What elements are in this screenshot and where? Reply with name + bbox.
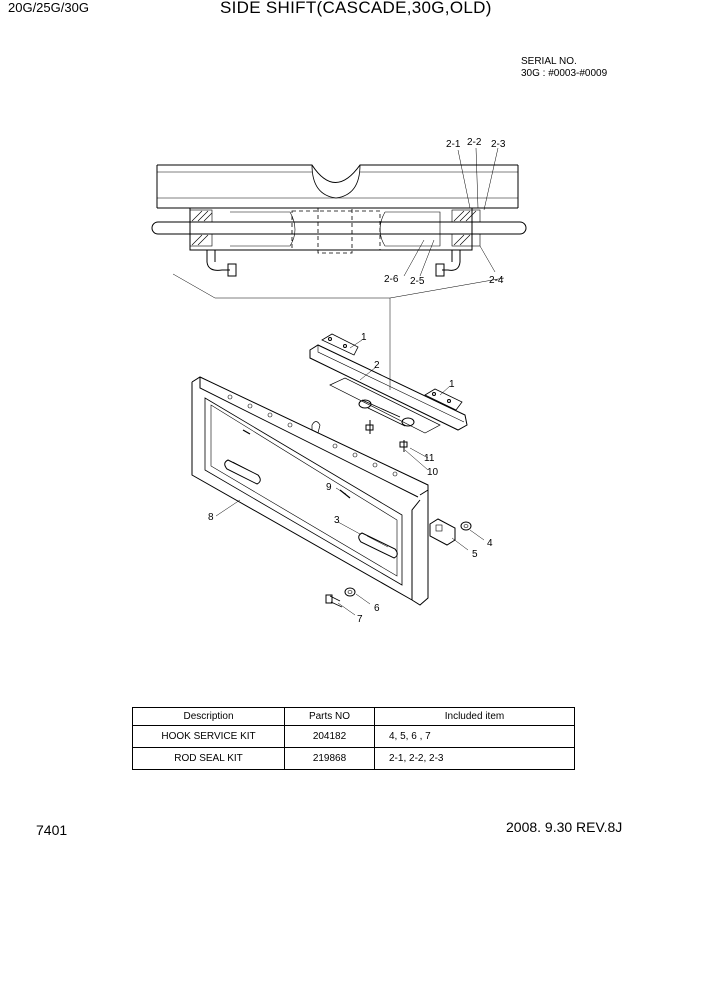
serial-label: SERIAL NO.	[521, 56, 577, 67]
callout-3: 3	[334, 515, 340, 526]
callout-2-4: 2-4	[489, 275, 504, 286]
seal-hatch-right	[451, 209, 481, 247]
serial-info: SERIAL NO. 30G : #0003-#0009	[521, 56, 607, 80]
callout-7: 7	[357, 614, 363, 625]
callout-4: 4	[487, 538, 493, 549]
callout-10: 10	[427, 467, 439, 478]
callout-8: 8	[208, 512, 214, 523]
header-description: Description	[132, 707, 285, 726]
callout-1a: 1	[361, 332, 367, 343]
table-row: ROD SEAL KIT 219868 2-1, 2-2, 2-3	[132, 747, 575, 770]
callout-labels: 2-1 2-2 2-3 2-4 2-5 2-6 1 2 1 11 10 9 8 …	[208, 137, 506, 625]
cell-description: HOOK SERVICE KIT	[132, 725, 285, 748]
callout-1b: 1	[449, 379, 455, 390]
callout-9: 9	[326, 482, 332, 493]
revision-date: 2008. 9.30 REV.8J	[506, 819, 623, 835]
cell-parts-no: 204182	[284, 725, 375, 748]
hook-parts	[215, 429, 485, 616]
header-parts-no: Parts NO	[284, 707, 375, 726]
table-header-row: Description Parts NO Included item	[132, 707, 575, 726]
callout-2-2: 2-2	[467, 137, 482, 148]
seal-hatch-left	[189, 209, 213, 247]
header-included-item: Included item	[374, 707, 575, 726]
cylinder-section-view	[151, 147, 527, 390]
callout-2-5: 2-5	[410, 276, 425, 287]
cell-parts-no: 219868	[284, 747, 375, 770]
model-code: 20G/25G/30G	[8, 0, 89, 15]
guide-plate-and-cylinder	[309, 333, 468, 471]
carriage-frame	[191, 376, 429, 606]
callout-5: 5	[472, 549, 478, 560]
cell-description: ROD SEAL KIT	[132, 747, 285, 770]
cell-included-item: 2-1, 2-2, 2-3	[374, 747, 575, 770]
frame-holes	[227, 394, 398, 477]
callout-2-1: 2-1	[446, 139, 461, 150]
page-title: SIDE SHIFT(CASCADE,30G,OLD)	[220, 0, 492, 17]
callout-2-3: 2-3	[491, 139, 506, 150]
page-number: 7401	[36, 822, 68, 838]
callout-2-6: 2-6	[384, 274, 399, 285]
serial-range: 30G : #0003-#0009	[521, 68, 608, 79]
parts-diagram: 2-1 2-2 2-3 2-4 2-5 2-6 1 2 1 11 10 9 8 …	[151, 137, 527, 625]
callout-11: 11	[424, 453, 435, 464]
callout-2: 2	[374, 360, 380, 371]
callout-6: 6	[374, 603, 380, 614]
table-row: HOOK SERVICE KIT 204182 4, 5, 6 , 7	[132, 725, 575, 748]
cell-included-item: 4, 5, 6 , 7	[374, 725, 575, 748]
kits-table: Description Parts NO Included item HOOK …	[132, 707, 575, 770]
